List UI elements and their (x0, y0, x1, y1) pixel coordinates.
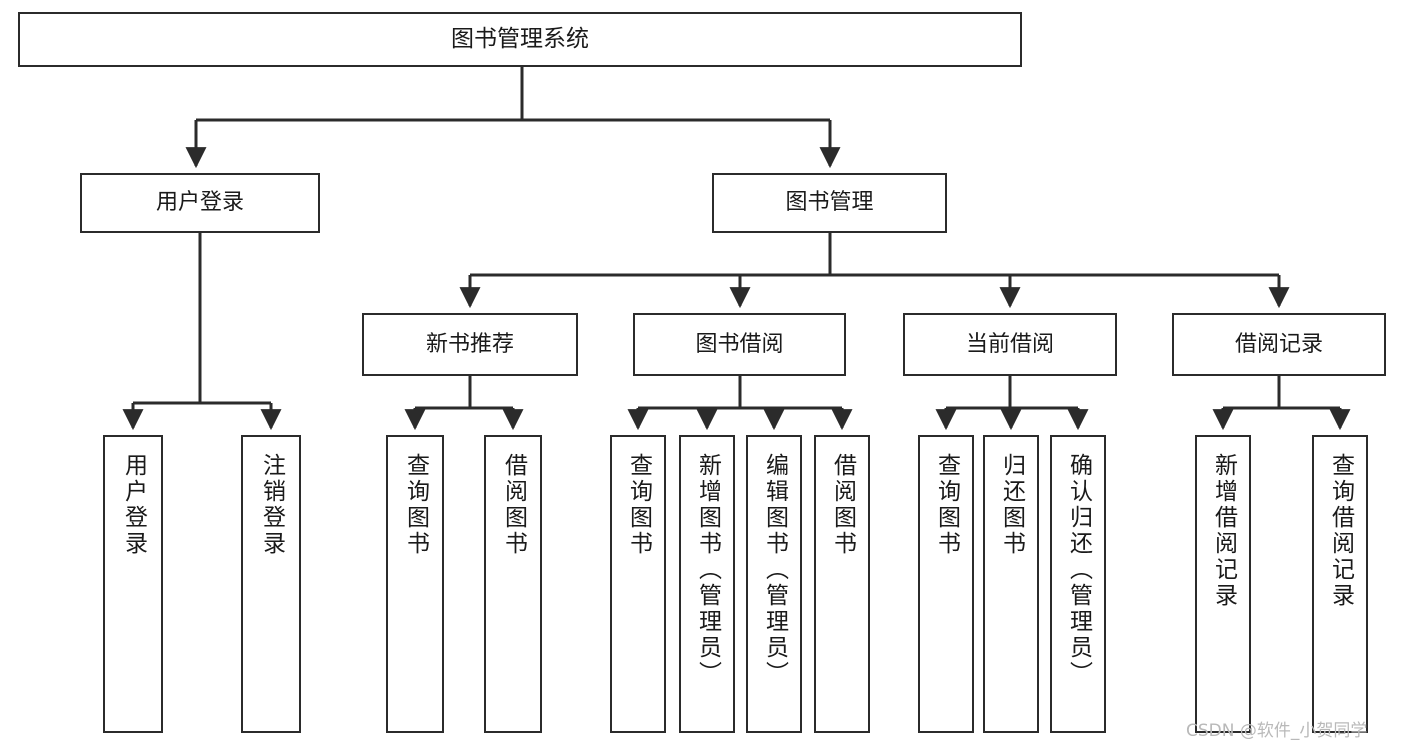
node-br-query-record[interactable]: 查询借阅记录 (1312, 435, 1368, 733)
node-current-borrow-label: 当前借阅 (965, 331, 1054, 357)
csdn-watermark: CSDN @软件_小贺同学 (1186, 721, 1368, 741)
node-root[interactable]: 图书管理系统 (18, 12, 1022, 67)
node-bb-query-book[interactable]: 查询图书 (610, 435, 666, 733)
node-bb-add-book[interactable]: 新增图书（管理员） (679, 435, 735, 733)
node-user-logout[interactable]: 注销登录 (241, 435, 301, 733)
node-user-login-label: 用户登录 (155, 190, 244, 216)
node-bb-edit-book-label: 编辑图书（管理员） (761, 453, 788, 687)
node-current-borrow[interactable]: 当前借阅 (903, 313, 1117, 376)
node-cb-return-book[interactable]: 归还图书 (983, 435, 1039, 733)
node-nbr-query-book[interactable]: 查询图书 (386, 435, 444, 733)
node-bb-query-book-label: 查询图书 (625, 453, 652, 557)
node-user-logout-label: 注销登录 (258, 453, 285, 557)
node-new-book-recommend[interactable]: 新书推荐 (362, 313, 578, 376)
node-cb-query-book-label: 查询图书 (933, 453, 960, 557)
node-borrow-record[interactable]: 借阅记录 (1172, 313, 1386, 376)
node-book-manage-label: 图书管理 (785, 190, 874, 216)
node-user-login[interactable]: 用户登录 (80, 173, 320, 233)
node-book-borrow-label: 图书借阅 (695, 331, 784, 357)
node-user-login-do-label: 用户登录 (120, 453, 147, 557)
node-bb-borrow-book-label: 借阅图书 (829, 453, 856, 557)
node-bb-edit-book[interactable]: 编辑图书（管理员） (746, 435, 802, 733)
node-bb-add-book-label: 新增图书（管理员） (694, 453, 721, 687)
node-cb-confirm-return[interactable]: 确认归还（管理员） (1050, 435, 1106, 733)
node-cb-query-book[interactable]: 查询图书 (918, 435, 974, 733)
node-br-add-record[interactable]: 新增借阅记录 (1195, 435, 1251, 733)
node-cb-confirm-return-label: 确认归还（管理员） (1065, 453, 1092, 687)
node-root-label: 图书管理系统 (451, 26, 589, 53)
node-nbr-borrow-book[interactable]: 借阅图书 (484, 435, 542, 733)
node-bb-borrow-book[interactable]: 借阅图书 (814, 435, 870, 733)
node-new-book-recommend-label: 新书推荐 (425, 331, 514, 357)
node-borrow-record-label: 借阅记录 (1234, 331, 1323, 357)
node-br-add-record-label: 新增借阅记录 (1210, 453, 1237, 609)
node-nbr-query-book-label: 查询图书 (402, 453, 429, 557)
node-book-borrow[interactable]: 图书借阅 (633, 313, 846, 376)
node-book-manage[interactable]: 图书管理 (712, 173, 947, 233)
node-nbr-borrow-book-label: 借阅图书 (500, 453, 527, 557)
node-cb-return-book-label: 归还图书 (998, 453, 1025, 557)
node-br-query-record-label: 查询借阅记录 (1327, 453, 1354, 609)
node-user-login-do[interactable]: 用户登录 (103, 435, 163, 733)
